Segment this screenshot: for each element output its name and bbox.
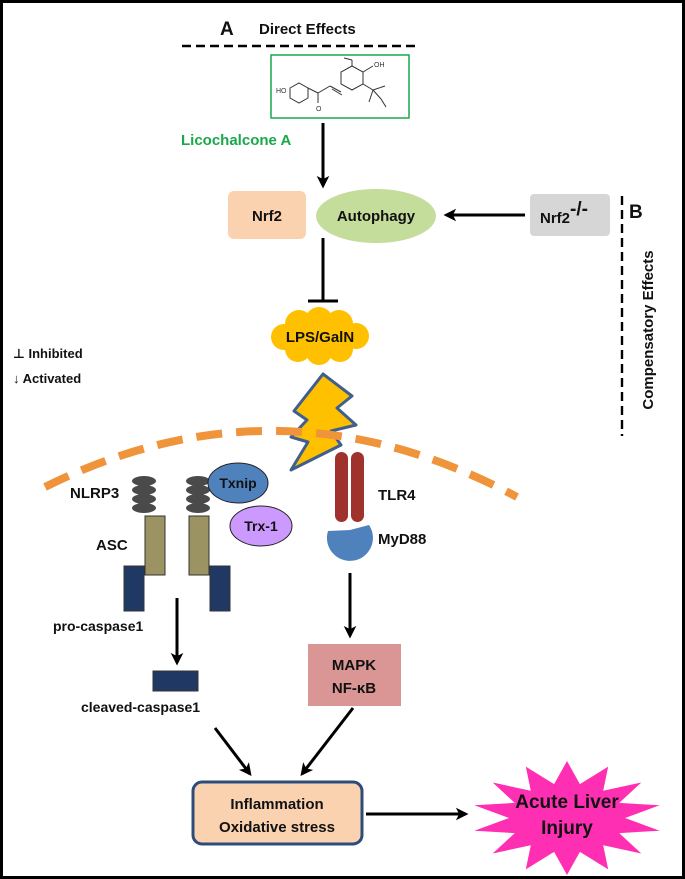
myd88-label: MyD88 (378, 531, 426, 548)
acute-liver-injury-burst (474, 761, 660, 875)
asc-rect-left (144, 515, 166, 576)
cleaved-caspase-rect (152, 670, 199, 692)
nlrp3-label: NLRP3 (70, 485, 119, 502)
legend-activated: ↓ Activated (13, 371, 81, 386)
pro-caspase-label: pro-caspase1 (53, 618, 143, 634)
trx1-label: Trx-1 (244, 518, 278, 534)
acute-liver-label-line1: Acute Liver (515, 792, 619, 813)
structure-label-ho: HO (276, 88, 287, 95)
trx1-ellipse (229, 505, 293, 547)
panel-b-title: Compensatory Effects (640, 250, 657, 409)
arrow-mapk-to-inflammation (300, 707, 355, 776)
nrf2-knockout-gene: Nrf2 (540, 210, 570, 227)
tlr4-left-lobe (335, 452, 348, 522)
nrf2-knockout-label: Nrf2-/- (540, 199, 588, 227)
mapk-label: MAPK (332, 657, 376, 674)
lps-cloud (271, 307, 369, 365)
inflammation-label: Inflammation (230, 796, 323, 813)
txnip-ellipse (207, 462, 269, 504)
licochalcone-structure: HO O OH (270, 54, 410, 119)
tlr4-label: TLR4 (378, 487, 416, 504)
nlrp3-stack-left (132, 476, 156, 513)
lightning-bolt-icon (289, 372, 358, 472)
legend-inhibited: ⊥ Inhibited (13, 346, 83, 361)
knockout-superscript: -/- (570, 199, 588, 220)
myd88-shape (326, 525, 373, 561)
autophagy-ellipse (316, 189, 436, 243)
pro-caspase-rect-right (209, 565, 231, 612)
nrf2-knockout-box (530, 194, 610, 236)
cell-membrane (43, 426, 519, 501)
oxidative-label: Oxidative stress (219, 819, 335, 836)
pro-caspase-rect-left (123, 565, 145, 612)
asc-rect-right (188, 515, 210, 576)
panel-a-letter: A (220, 19, 234, 40)
nrf2-box (228, 191, 306, 239)
lps-label: LPS/GalN (286, 329, 354, 346)
txnip-label: Txnip (219, 475, 256, 491)
nrf2-label: Nrf2 (252, 208, 282, 225)
panel-b-letter: B (629, 202, 643, 223)
structure-frame (270, 54, 410, 119)
inflammation-box (191, 780, 364, 846)
acute-liver-label-line2: Injury (541, 818, 593, 839)
structure-label-o: O (316, 106, 322, 113)
structure-label-oh: OH (374, 62, 385, 69)
asc-label: ASC (96, 537, 128, 554)
autophagy-label: Autophagy (337, 208, 416, 225)
mapk-nfkb-box (308, 644, 401, 706)
panel-a-title: Direct Effects (259, 21, 356, 38)
tlr4-right-lobe (351, 452, 364, 522)
arrow-cleaved-to-inflammation (213, 727, 252, 777)
nlrp3-stack-right (186, 476, 210, 513)
cleaved-caspase-label: cleaved-caspase1 (81, 699, 200, 715)
compound-name: Licochalcone A (181, 132, 291, 149)
nfkb-label: NF-κB (332, 680, 376, 697)
